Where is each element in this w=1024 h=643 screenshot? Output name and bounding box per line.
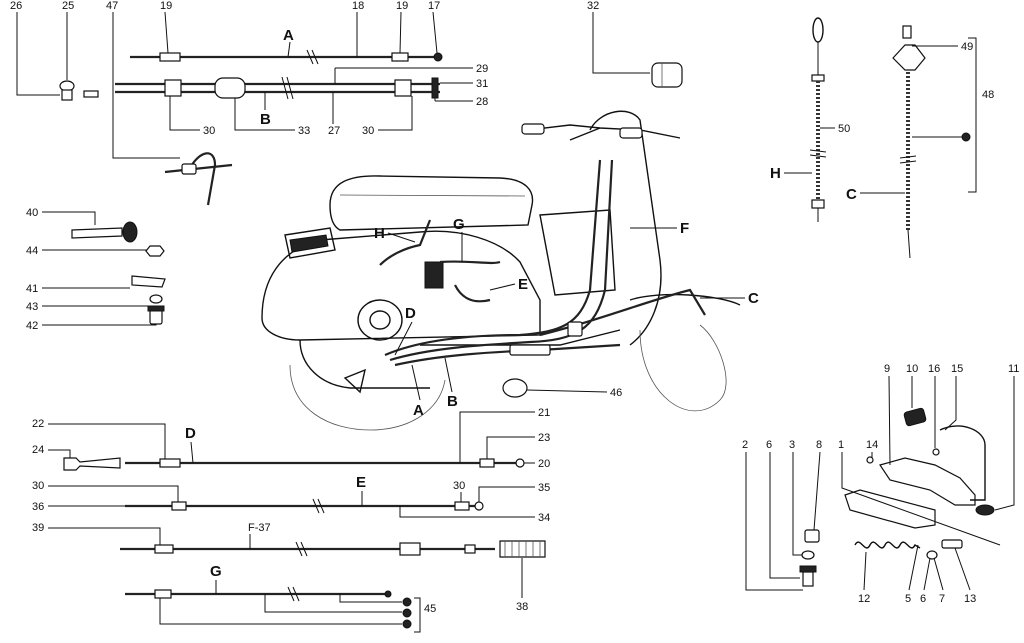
callout-16: 16	[928, 363, 940, 375]
callout-24: 24	[32, 444, 44, 456]
callout-18: 18	[352, 0, 364, 12]
label-H-scooter: H	[374, 225, 385, 242]
callout-19-right: 19	[396, 0, 408, 12]
callout-45: 45	[424, 603, 436, 615]
callout-11: 11	[1008, 363, 1019, 375]
callout-47: 47	[106, 0, 118, 12]
label-E-scooter: E	[518, 276, 528, 293]
callout-32: 32	[587, 0, 599, 12]
callout-F-37: F-37	[248, 522, 271, 534]
callout-21: 21	[538, 407, 550, 419]
cable-B-assembly: B 29 31 28 30 33 27 30	[115, 63, 488, 137]
callout-5: 5	[905, 593, 911, 605]
label-A-scooter: A	[413, 402, 424, 419]
callout-46: 46	[610, 387, 622, 399]
callout-6-right: 6	[920, 593, 926, 605]
callout-29: 29	[476, 63, 488, 75]
callout-39: 39	[32, 522, 44, 534]
callout-1: 1	[838, 439, 844, 451]
scooter-callouts: G H E F C D A B 46	[374, 216, 759, 419]
callout-48: 48	[982, 89, 994, 101]
cable-F-assembly: 39 F-37 38	[32, 522, 546, 613]
callout-30-right: 30	[362, 125, 374, 137]
callout-44: 44	[26, 245, 38, 257]
callout-15: 15	[951, 363, 963, 375]
parts-25-26: 26 25	[10, 0, 99, 101]
cable-A-assembly: A 19 18 19 17	[130, 0, 443, 65]
callout-50: 50	[838, 123, 850, 135]
callout-30-E-left: 30	[32, 480, 44, 492]
cable-G-assembly: G 45	[125, 563, 436, 633]
callout-30-E-right: 30	[453, 480, 465, 492]
callout-17: 17	[428, 0, 440, 12]
callout-36: 36	[32, 501, 44, 513]
callout-40: 40	[26, 207, 38, 219]
callout-7: 7	[939, 593, 945, 605]
stand-assembly: 2 6 3 8 1 14 9 10 16 15 11 12 5 6 7 13	[742, 363, 1019, 605]
part-32: 32	[587, 0, 683, 88]
scooter-illustration	[261, 110, 741, 431]
label-D-cable: D	[185, 425, 196, 442]
callout-6-left: 6	[766, 439, 772, 451]
callout-41: 41	[26, 283, 38, 295]
label-D-scooter: D	[405, 305, 416, 322]
callout-43: 43	[26, 301, 38, 313]
callout-34: 34	[538, 512, 550, 524]
callout-13: 13	[964, 593, 976, 605]
label-A-top: A	[283, 27, 294, 44]
label-C-right: C	[846, 186, 857, 203]
callout-27: 27	[328, 125, 340, 137]
callout-23: 23	[538, 432, 550, 444]
callout-10: 10	[906, 363, 918, 375]
label-B-top: B	[260, 111, 271, 128]
callout-22: 22	[32, 418, 44, 430]
cable-C-assembly: 49 48 C	[846, 25, 994, 259]
part-47: 47	[106, 0, 233, 206]
callout-30-left: 30	[203, 125, 215, 137]
callout-33: 33	[298, 125, 310, 137]
callout-3: 3	[789, 439, 795, 451]
label-G-scooter: G	[453, 216, 465, 233]
callout-49: 49	[961, 41, 973, 53]
callout-35: 35	[538, 482, 550, 494]
callout-8: 8	[816, 439, 822, 451]
callout-19-left: 19	[160, 0, 172, 12]
label-H-right: H	[770, 165, 781, 182]
callout-9: 9	[884, 363, 890, 375]
cable-E-assembly: 30 36 E 30 35 34	[32, 474, 550, 524]
callout-38: 38	[516, 601, 528, 613]
callout-20: 20	[538, 458, 550, 470]
callout-2: 2	[742, 439, 748, 451]
label-E-cable: E	[356, 474, 366, 491]
label-G-cable: G	[210, 563, 222, 580]
label-F-scooter: F	[680, 220, 689, 237]
callout-12: 12	[858, 593, 870, 605]
label-B-scooter: B	[447, 393, 458, 410]
cable-D-assembly: 22 24 D 21 23 20	[32, 407, 550, 471]
callout-42: 42	[26, 320, 38, 332]
callout-28: 28	[476, 96, 488, 108]
parts-40-44: 40 44 41 43 42	[26, 207, 166, 332]
callout-14: 14	[866, 439, 878, 451]
callout-26: 26	[10, 0, 22, 12]
callout-31: 31	[476, 78, 488, 90]
cable-H-assembly: 50 H	[770, 17, 850, 222]
callout-25: 25	[62, 0, 74, 12]
label-C-scooter: C	[748, 290, 759, 307]
